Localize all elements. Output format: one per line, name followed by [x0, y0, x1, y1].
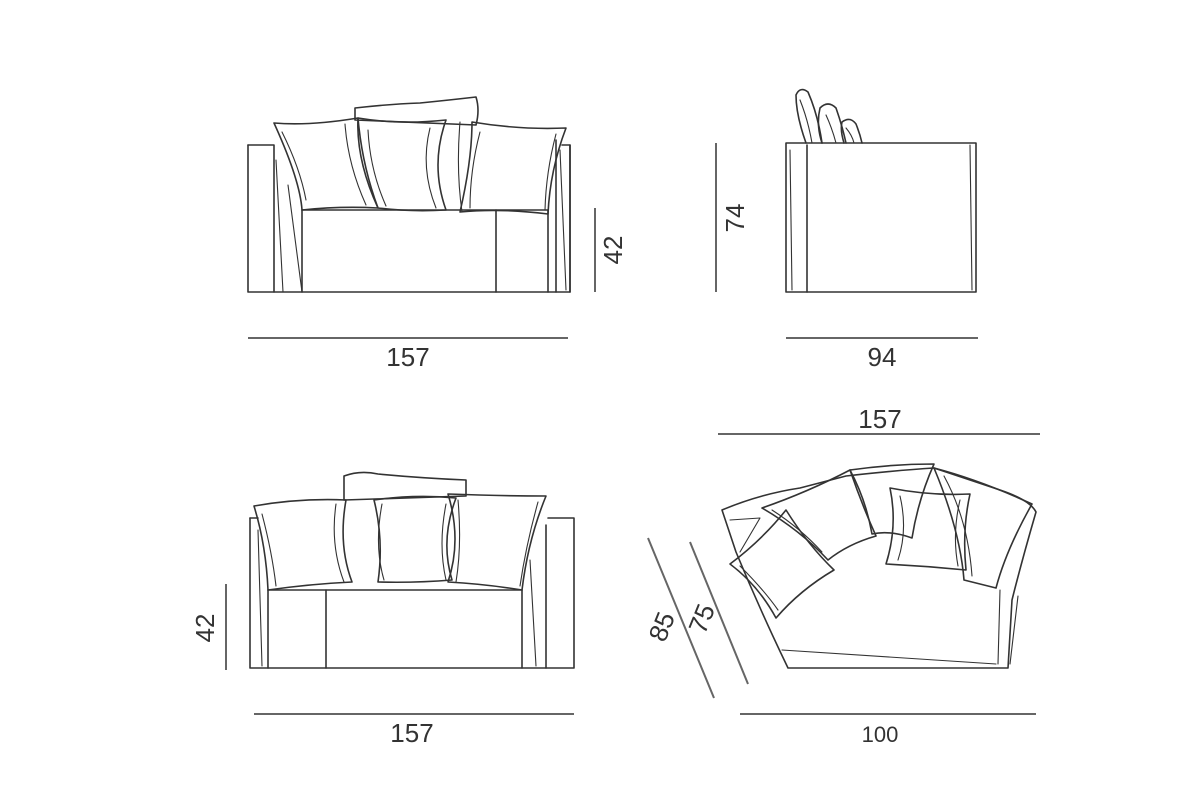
front-top-width-label: 157	[386, 342, 429, 372]
front-view-top: 157 42	[247, 96, 628, 372]
corner-front-width-label: 100	[862, 722, 899, 747]
front-bottom-width-label: 157	[390, 718, 433, 748]
front-view-bottom: 157 42	[190, 471, 575, 748]
corner-width-label: 157	[858, 404, 901, 434]
corner-depth-outer-line	[647, 537, 715, 699]
side-depth-label: 94	[868, 342, 897, 372]
sofa-front-top	[247, 96, 571, 293]
side-view: 94 74	[715, 88, 978, 372]
side-height-label: 74	[720, 204, 750, 233]
sofa-corner	[721, 463, 1037, 669]
sofa-side	[785, 88, 977, 293]
corner-view: 157 100 85 75	[642, 404, 1040, 747]
sofa-front-bottom	[249, 471, 575, 669]
corner-depth-outer-label: 85	[642, 608, 681, 646]
front-top-seat-height-label: 42	[598, 236, 628, 265]
front-bottom-seat-height-label: 42	[190, 614, 220, 643]
corner-depth-inner-line	[689, 541, 749, 685]
